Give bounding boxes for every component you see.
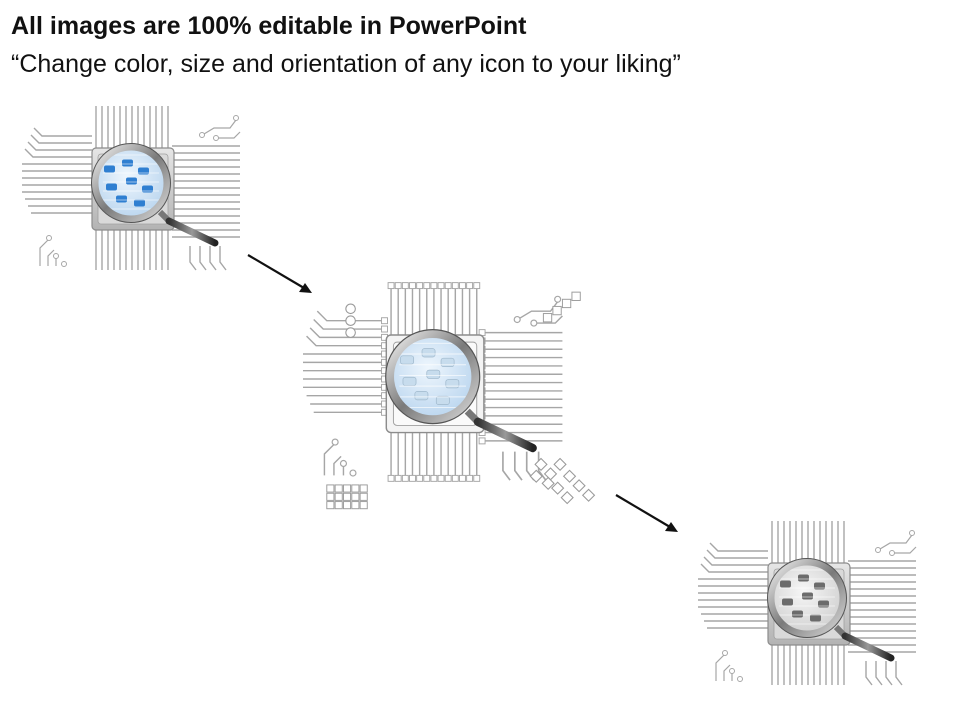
page-subtitle: “Change color, size and orientation of a… [11,50,681,78]
chip-magnifier-outline-icon [303,282,596,510]
page-title: All images are 100% editable in PowerPoi… [11,12,527,40]
chip-magnifier-blue-icon [22,106,241,271]
chip-magnifier-gray-icon [698,521,917,686]
arrow-right-down-icon [247,254,312,293]
arrow-right-down-icon [615,494,678,532]
